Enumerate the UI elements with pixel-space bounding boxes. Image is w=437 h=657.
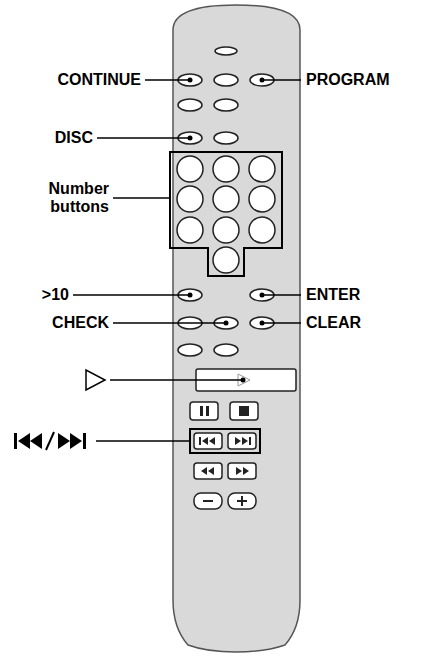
play-symbol	[86, 370, 105, 390]
callout-label: DISC	[55, 129, 93, 147]
callout-label: CONTINUE	[57, 71, 141, 89]
callout-label: CLEAR	[306, 314, 361, 332]
callout-label: PROGRAM	[306, 71, 390, 89]
callout-label: >10	[42, 286, 69, 304]
callout-label: Number buttons	[13, 180, 109, 216]
skip-symbol	[14, 432, 86, 450]
callout-label: CHECK	[52, 314, 109, 332]
callout-label: ENTER	[306, 286, 360, 304]
